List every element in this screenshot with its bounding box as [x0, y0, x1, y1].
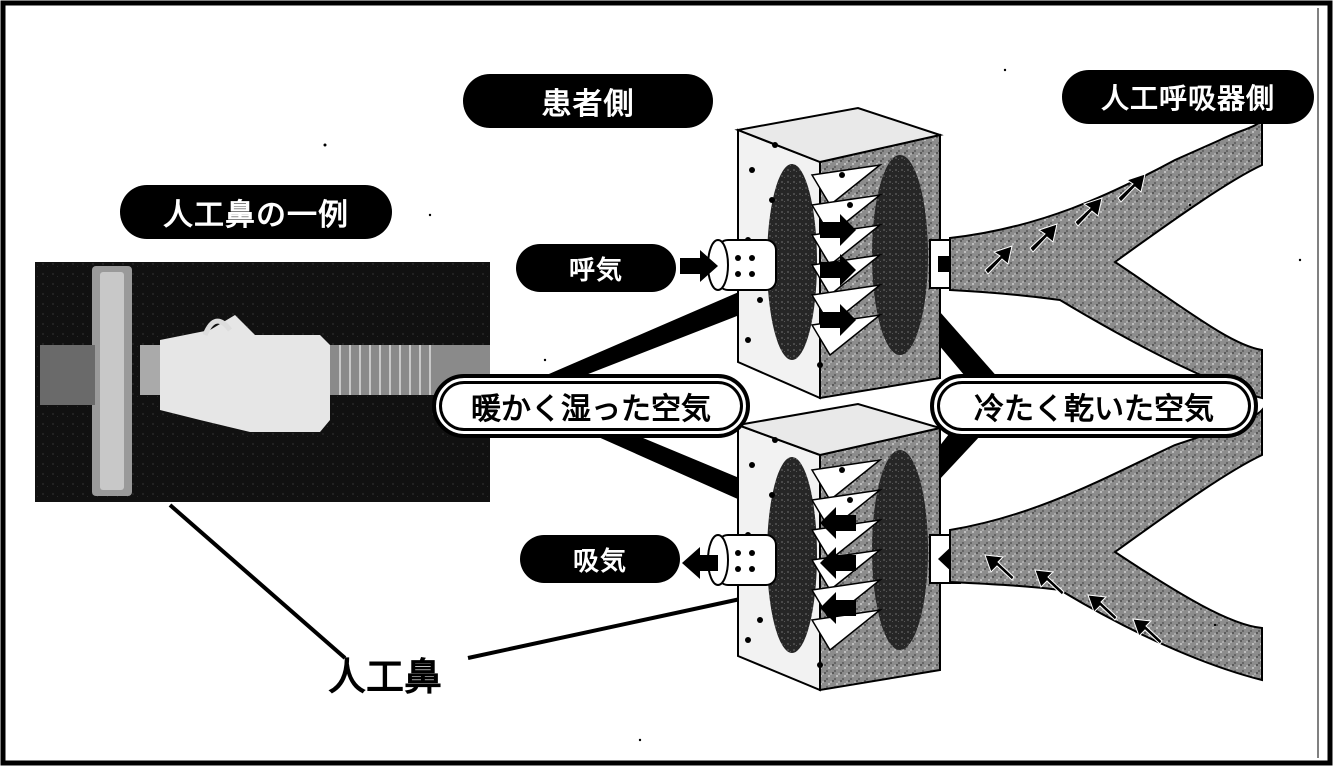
callout-warm-upper [535, 285, 778, 385]
example-photo [35, 262, 490, 502]
patient-side-label: 患者側 [463, 74, 713, 128]
exhale-arrow [680, 250, 718, 282]
cold-dry-air-label: 冷たく乾いた空気 [930, 374, 1258, 438]
device-inhale [682, 402, 972, 692]
warm-humid-air-label: 暖かく湿った空気 [432, 374, 750, 438]
ventilator-side-label: 人工呼吸器側 [1062, 70, 1314, 124]
tube-upper [949, 117, 1263, 400]
pointer-line-device [467, 596, 746, 660]
inhale-arrow [682, 547, 718, 579]
tube-lower [949, 407, 1263, 682]
device-exhale [680, 106, 972, 400]
artificial-nose-label: 人工鼻 [328, 655, 443, 699]
callout-warm-lower [560, 420, 780, 508]
example-title-label: 人工鼻の一例 [120, 185, 392, 239]
tube-lower-arrows [984, 554, 1163, 645]
pointer-line-photo [168, 503, 347, 660]
inhale-label: 吸気 [520, 535, 680, 583]
exhale-label: 呼気 [516, 244, 676, 292]
tube-upper-arrows [984, 173, 1146, 275]
